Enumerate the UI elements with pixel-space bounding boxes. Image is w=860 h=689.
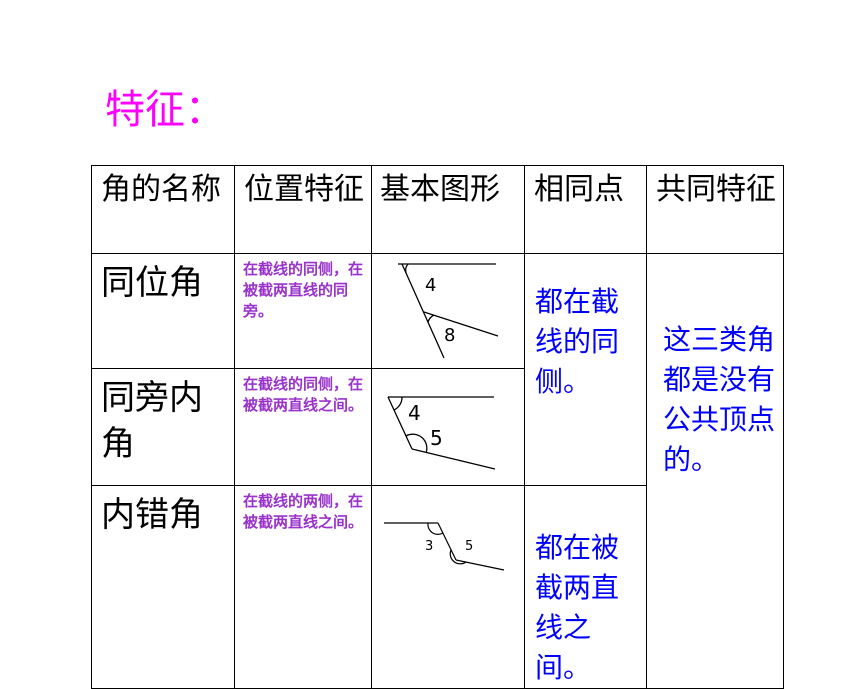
- angle-label-4: 4: [425, 275, 436, 296]
- same-point-text: 都在被截两直线之间。: [535, 531, 620, 684]
- table-row: 同位角 在截线的同侧，在被截两直线的同旁。 4 8 都在截线的同侧。 这三类角都…: [91, 253, 784, 689]
- header-same-point: 相同点: [534, 172, 624, 207]
- header-position: 位置特征: [244, 172, 364, 207]
- angle-label-4: 4: [408, 401, 421, 425]
- header-cell: 位置特征: [234, 165, 372, 254]
- alternate-interior-angles-figure: 3 5: [384, 522, 505, 571]
- position-cell: 在截线的同侧，在被截两直线的同旁。: [234, 253, 372, 369]
- angle-label-5: 5: [430, 426, 443, 450]
- header-cell: 角的名称: [91, 165, 235, 254]
- header-row: 角的名称 位置特征 基本图形 相同点 共同特征: [91, 165, 784, 254]
- table-row: 同旁内角 在截线的同侧，在被截两直线之间。 4 5: [91, 368, 784, 486]
- position-cell: 在截线的两侧，在被截两直线之间。: [234, 485, 372, 689]
- position-text: 在截线的同侧，在被截两直线的同旁。: [243, 260, 364, 320]
- position-text: 在截线的同侧，在被截两直线之间。: [243, 375, 364, 414]
- header-cell: 共同特征: [646, 165, 784, 254]
- common-feature-text: 这三类角都是没有公共顶点的。: [663, 323, 776, 476]
- header-angle-name: 角的名称: [101, 172, 221, 207]
- header-cell: 相同点: [524, 165, 647, 254]
- name-cell: 同位角: [91, 253, 235, 369]
- angle-name-co-interior: 同旁内角: [101, 378, 203, 464]
- figure-cell: 4 8: [371, 253, 525, 369]
- angle-label-3: 3: [425, 539, 433, 554]
- co-interior-angles-figure: 4 5: [387, 396, 496, 470]
- header-common-feature: 共同特征: [656, 172, 776, 207]
- angle-label-5: 5: [465, 539, 473, 554]
- angle-comparison-table: 角的名称 位置特征 基本图形 相同点 共同特征 同位角 在截线的同侧，在被截两直…: [91, 165, 784, 689]
- position-cell: 在截线的同侧，在被截两直线之间。: [234, 368, 372, 486]
- header-figure: 基本图形: [380, 172, 500, 207]
- corresponding-angles-figure: 4 8: [398, 263, 499, 359]
- name-cell: 同旁内角: [91, 368, 235, 486]
- page-title: 特征：: [105, 87, 225, 133]
- same-point-text: 都在截线的同侧。: [535, 285, 620, 398]
- angle-name-corresponding: 同位角: [101, 263, 203, 303]
- same-point-cell: 都在截线的同侧。: [524, 253, 647, 486]
- angle-name-alternate-interior: 内错角: [101, 495, 203, 535]
- figure-cell: 4 5: [371, 368, 525, 486]
- name-cell: 内错角: [91, 485, 235, 689]
- figure-cell: 3 5: [371, 485, 525, 689]
- position-text: 在截线的两侧，在被截两直线之间。: [243, 492, 364, 531]
- angle-label-8: 8: [444, 325, 455, 346]
- header-cell: 基本图形: [371, 165, 525, 254]
- common-feature-cell: 这三类角都是没有公共顶点的。: [646, 253, 784, 689]
- same-point-cell: 都在被截两直线之间。: [524, 485, 647, 689]
